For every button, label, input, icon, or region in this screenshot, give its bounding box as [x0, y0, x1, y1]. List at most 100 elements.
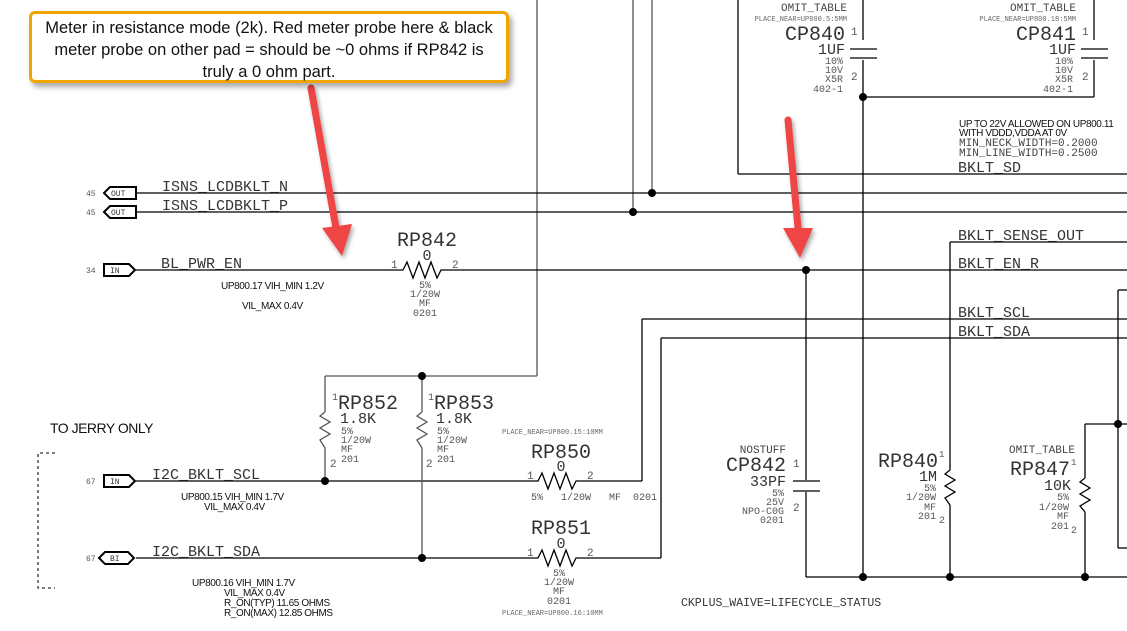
svg-text:0201: 0201 — [547, 597, 571, 608]
svg-text:25V: 25V — [766, 498, 784, 509]
output-port-icon — [102, 186, 137, 200]
callout-text: Meter in resistance mode (2k). Red meter… — [45, 19, 493, 81]
svg-text:2: 2 — [1082, 72, 1089, 84]
svg-text:2: 2 — [1071, 526, 1077, 537]
svg-text:2: 2 — [330, 459, 337, 471]
svg-text:201: 201 — [1051, 522, 1069, 533]
junctions — [321, 93, 1122, 581]
annotation-arrow-right — [783, 116, 813, 258]
svg-text:1: 1 — [1071, 458, 1076, 468]
svg-text:201: 201 — [437, 455, 455, 466]
resistor-rp853[interactable]: 1 RP853 1.8K 5% 1/20W MF 201 2 — [415, 393, 494, 471]
svg-text:1: 1 — [527, 548, 534, 560]
svg-text:1.8K: 1.8K — [436, 411, 472, 428]
svg-text:OMIT_TABLE: OMIT_TABLE — [781, 3, 847, 15]
svg-text:RP853: RP853 — [434, 393, 494, 416]
svg-text:5%: 5% — [341, 427, 353, 438]
svg-text:OUT: OUT — [111, 190, 126, 199]
svg-text:0201: 0201 — [413, 309, 437, 320]
svg-text:OMIT_TABLE: OMIT_TABLE — [1009, 445, 1075, 457]
svg-text:5%: 5% — [419, 281, 431, 292]
svg-text:402-1: 402-1 — [1043, 85, 1073, 96]
wires — [37, 0, 1127, 589]
svg-text:1: 1 — [851, 27, 858, 39]
junction-dot — [648, 189, 656, 197]
resistor-rp840[interactable]: RP840 1 1M 5% 1/20W MF 201 2 — [878, 450, 957, 527]
output-port-icon — [102, 205, 137, 219]
svg-text:OUT: OUT — [111, 209, 126, 218]
net-label-bklt-en-r: BKLT_EN_R — [958, 256, 1039, 273]
svg-text:45: 45 — [86, 209, 96, 218]
note-sda-vih: UP800.16 VIH_MIN 1.7V — [192, 578, 295, 589]
resistor-zigzag-icon — [943, 469, 957, 506]
svg-text:CP842: CP842 — [726, 455, 786, 478]
svg-text:BI: BI — [110, 555, 120, 564]
svg-text:201: 201 — [341, 455, 359, 466]
svg-text:67: 67 — [86, 478, 96, 487]
resistor-zigzag-icon — [415, 411, 429, 449]
svg-text:PLACE_NEAR=UP800.5:5MM: PLACE_NEAR=UP800.5:5MM — [755, 16, 847, 24]
svg-text:1: 1 — [527, 471, 534, 483]
svg-text:45: 45 — [86, 190, 96, 199]
svg-text:CP840: CP840 — [785, 24, 845, 47]
input-port-icon — [103, 263, 137, 277]
svg-text:X5R: X5R — [825, 75, 843, 86]
capacitor-cp841[interactable]: OMIT_TABLE PLACE_NEAR=UP800.18:5MM CP841… — [979, 3, 1108, 96]
svg-text:1UF: 1UF — [1049, 42, 1076, 59]
svg-text:1/20W: 1/20W — [437, 435, 467, 447]
net-label-bklt-sda: BKLT_SDA — [958, 324, 1030, 341]
svg-text:2: 2 — [851, 72, 858, 84]
note-sda-ron-typ: R_ON(TYP) 11.65 OHMS — [224, 598, 330, 609]
junction-dot — [418, 372, 426, 380]
svg-text:RP850: RP850 — [531, 442, 591, 465]
resistor-zigzag-icon — [525, 471, 595, 491]
svg-text:10V: 10V — [825, 66, 843, 77]
svg-text:1: 1 — [428, 393, 434, 404]
svg-text:NOSTUFF: NOSTUFF — [740, 445, 786, 457]
resistor-rp847[interactable]: OMIT_TABLE RP847 1 10K 5% 1/20W MF 201 2 — [1009, 445, 1092, 537]
resistor-zigzag-icon — [525, 548, 595, 568]
port-bl-pwr-en: 34 IN — [86, 263, 137, 277]
svg-text:PLACE_NEAR=UP800.16:10MM: PLACE_NEAR=UP800.16:10MM — [502, 610, 603, 618]
note-up-to-22v: UP TO 22V ALLOWED ON UP800.11 — [959, 119, 1114, 130]
note-sda-ron-max: R_ON(MAX) 12.85 OHMS — [224, 608, 333, 619]
capacitor-cp840[interactable]: OMIT_TABLE PLACE_NEAR=UP800.5:5MM CP840 … — [755, 3, 877, 96]
svg-text:2: 2 — [587, 548, 594, 560]
svg-text:0: 0 — [422, 248, 431, 265]
net-label-isns-p: ISNS_LCDBKLT_P — [162, 198, 288, 215]
junction-dot — [1081, 573, 1089, 581]
svg-text:IN: IN — [110, 267, 120, 276]
junction-dot — [1114, 420, 1122, 428]
note-sda-vil: VIL_MAX 0.4V — [224, 588, 286, 599]
arrow-head-icon — [783, 228, 813, 258]
svg-text:2: 2 — [426, 459, 433, 471]
capacitor-cp842[interactable]: NOSTUFF CP842 33PF 5% 25V NPO-C0G 0201 1… — [726, 445, 820, 527]
resistor-rp851[interactable]: RP851 0 1 2 5% 1/20W MF 0201 PLACE_NEAR=… — [502, 518, 603, 618]
input-port-icon — [103, 474, 137, 488]
svg-text:34: 34 — [86, 267, 96, 276]
svg-text:1: 1 — [793, 459, 800, 471]
junction-dot — [946, 573, 954, 581]
svg-text:RP851: RP851 — [531, 518, 591, 541]
svg-text:2: 2 — [939, 516, 945, 527]
port-i2c-scl: 67 IN — [86, 474, 137, 488]
svg-text:5%: 5% — [553, 569, 565, 580]
resistor-rp842[interactable]: RP842 0 1 2 5% 1/20W MF 0201 — [380, 230, 463, 320]
note-min-line-width: MIN_LINE_WIDTH=0.2500 — [959, 148, 1098, 160]
svg-text:IN: IN — [110, 478, 120, 487]
net-label-i2c-sda: I2C_BKLT_SDA — [152, 544, 260, 561]
svg-text:0: 0 — [556, 536, 565, 553]
svg-text:MF: MF — [924, 503, 936, 514]
resistor-zigzag-icon — [318, 411, 332, 449]
svg-text:RP842: RP842 — [397, 230, 457, 253]
net-label-bklt-sense-out: BKLT_SENSE_OUT — [958, 228, 1084, 245]
svg-text:5%: 5% — [924, 484, 936, 495]
svg-text:5%: 5% — [772, 489, 784, 500]
svg-text:33PF: 33PF — [750, 474, 786, 491]
svg-text:OMIT_TABLE: OMIT_TABLE — [1010, 3, 1076, 15]
arrow-head-icon — [322, 224, 352, 256]
resistor-rp852[interactable]: 1 RP852 1.8K 5% 1/20W MF 201 2 — [318, 393, 398, 471]
svg-text:0201: 0201 — [760, 516, 784, 527]
svg-text:MF: MF — [419, 299, 431, 310]
resistor-rp850[interactable]: PLACE_NEAR=UP800.15:10MM RP850 0 1 2 5% … — [502, 429, 657, 504]
